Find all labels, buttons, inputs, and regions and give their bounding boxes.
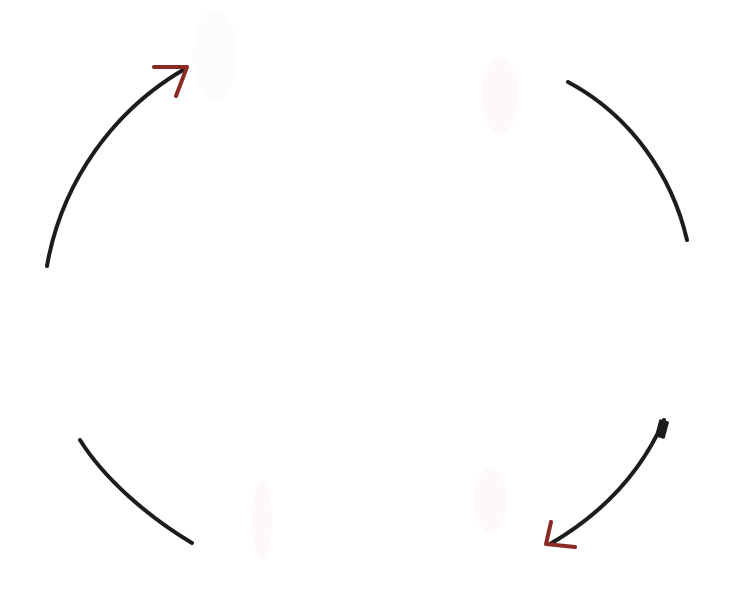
arc-end-cap	[655, 419, 669, 439]
smudge-mark	[252, 482, 272, 558]
smudge-mark	[193, 10, 237, 100]
arrow-top-left	[45, 65, 189, 268]
arrowhead-bottom-right-icon	[544, 520, 577, 549]
arrow-bottom-right	[544, 418, 669, 549]
arc-bottom-left	[78, 438, 194, 545]
smudge-mark	[482, 57, 518, 133]
arrow-bottom-left	[78, 438, 194, 545]
smudge-mark	[474, 468, 506, 532]
arrowhead-top-left-icon	[152, 65, 189, 98]
arc-top-right	[566, 80, 689, 242]
arc-bottom-right	[548, 418, 666, 546]
arrow-top-right	[566, 80, 689, 242]
arc-top-left	[45, 68, 185, 268]
